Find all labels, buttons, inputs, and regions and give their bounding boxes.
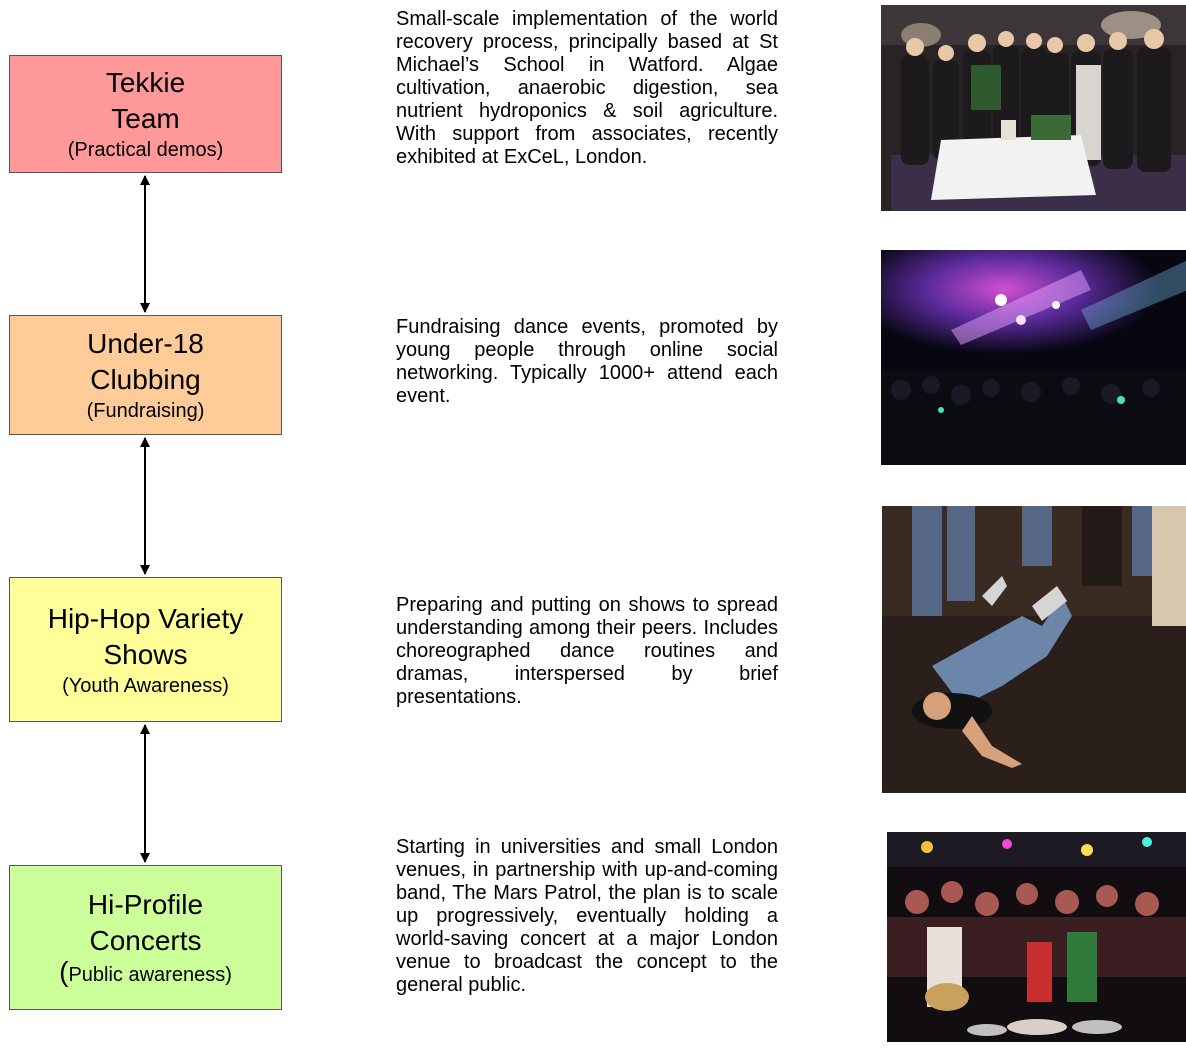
box-subtitle-paren: ( [59, 956, 69, 987]
description-tekkie-team: Small-scale implementation of the world … [396, 8, 778, 168]
description-under-18-clubbing: Fundraising dance events, promoted by yo… [396, 316, 778, 407]
box-title-line2: Clubbing [90, 364, 201, 395]
box-title-line1: Tekkie [105, 67, 186, 98]
box-title-line2: Shows [103, 638, 188, 670]
box-subtitle-text: Public awareness) [68, 964, 232, 986]
box-subtitle: (Fundraising) [86, 400, 205, 422]
box-subtitle: (Youth Awareness) [62, 674, 229, 697]
box-hip-hop-variety-shows: Hip-Hop Variety Shows (Youth Awareness) [9, 577, 282, 722]
photo-exhibition-group [881, 5, 1186, 211]
box-tekkie-team: Tekkie Team (Practical demos) [9, 55, 282, 173]
box-hi-profile-concerts: Hi-Profile Concerts (Public awareness) [9, 865, 282, 1010]
box-title-line1: Under-18 [87, 328, 204, 359]
connector-arrows [140, 175, 150, 863]
box-title-line1: Hip-Hop Variety [47, 602, 244, 634]
photo-breakdancer [882, 506, 1186, 793]
box-subtitle: (Public awareness) [59, 956, 232, 988]
box-title-line2: Concerts [89, 925, 202, 956]
box-title-line1: Hi-Profile [87, 889, 204, 920]
description-hi-profile-concerts: Starting in universities and small Londo… [396, 836, 778, 996]
description-hip-hop-shows: Preparing and putting on shows to spread… [396, 594, 778, 708]
box-subtitle: (Practical demos) [67, 139, 224, 161]
box-title-line2: Team [111, 103, 180, 134]
photo-clubbing-crowd [881, 250, 1186, 465]
box-under-18-clubbing: Under-18 Clubbing (Fundraising) [9, 315, 282, 435]
photo-concert-stage [887, 832, 1186, 1042]
